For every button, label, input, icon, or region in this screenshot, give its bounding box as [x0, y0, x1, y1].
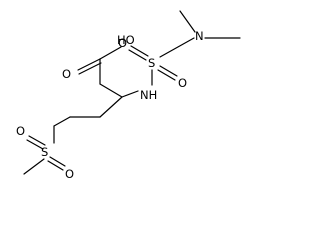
bond-s1-otop-b [128, 49, 147, 61]
atom-sulfonyl-oxygen-top: O [118, 36, 127, 50]
atom-hydroxyl: HO [117, 33, 135, 47]
bond-s1-oright-a [159, 65, 178, 77]
bond-s2-obottom-a [49, 156, 66, 167]
bond-s2-otop-b [26, 139, 44, 150]
chemical-structure: HO O NH S O O N S O O [16, 10, 241, 181]
bond-c1-oh [99, 46, 122, 60]
bond-lines [23, 10, 241, 175]
bond-c1-o-double-b [78, 62, 102, 75]
bond-s2-me [23, 158, 45, 175]
bond-c5-s2 [53, 116, 71, 127]
atom-amine: NH [140, 88, 157, 102]
bond-s1-otop-a [130, 45, 149, 57]
atom-sulfone-oxygen-left: O [65, 167, 74, 181]
atom-sulfone-sulfur: S [41, 145, 48, 159]
atom-sulfonyl-oxygen-right: O [178, 76, 187, 90]
bond-s1-oright-b [157, 69, 176, 81]
atom-labels: HO O NH S O O N S O O [16, 29, 204, 181]
bond-c1-o-double-a [77, 58, 101, 71]
bond-n-me1 [179, 10, 196, 33]
bond-s2-otop-a [28, 135, 46, 146]
bond-c2-c3 [99, 83, 123, 98]
bond-c2-c4 [99, 96, 123, 118]
atom-sulfonamide-sulfur: S [148, 56, 155, 70]
atom-sulfone-oxygen-top: O [16, 124, 25, 138]
atom-carbonyl-oxygen: O [62, 67, 71, 81]
bond-s2-obottom-b [47, 160, 64, 171]
atom-dimethylamine-nitrogen: N [195, 29, 204, 43]
bond-c2-nh [121, 90, 139, 98]
bond-s1-n [159, 37, 195, 58]
